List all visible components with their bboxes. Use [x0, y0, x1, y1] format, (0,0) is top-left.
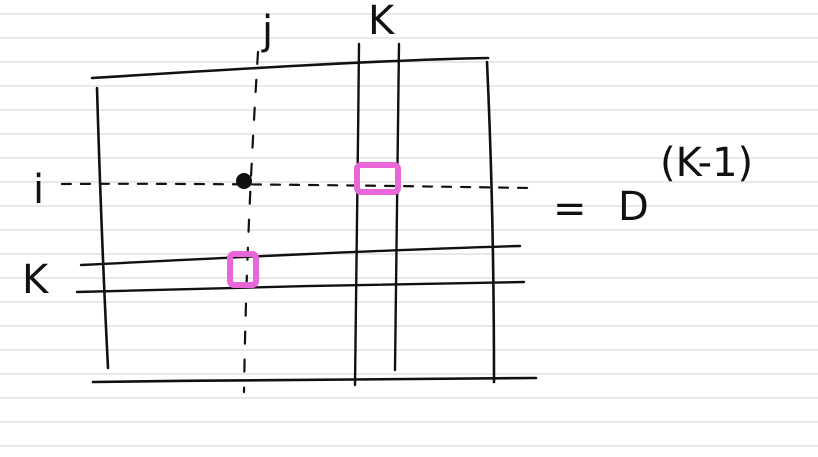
equals-sign: =: [553, 186, 587, 232]
column-k-left-line: [353, 42, 361, 387]
highlight-cell-ik: [354, 162, 401, 195]
highlight-cell-kj: [227, 251, 259, 288]
element-ij-dot: [236, 173, 252, 189]
row-k-bottom-line: [75, 280, 526, 294]
matrix-bottom-edge: [91, 376, 538, 384]
row-i-dashed-line: [60, 182, 532, 190]
row-k-top-line: [79, 244, 522, 267]
label-col-k: K: [368, 0, 396, 44]
label-col-j: j: [261, 8, 273, 54]
column-j-dashed-line: [242, 50, 260, 394]
ruled-lines: [0, 13, 818, 447]
label-row-k: K: [22, 257, 50, 303]
label-row-i: i: [33, 167, 44, 213]
matrix-left-edge: [95, 86, 110, 370]
column-k-right-line: [393, 42, 401, 372]
matrix-symbol-d: D: [618, 184, 649, 230]
matrix-top-edge: [90, 56, 490, 80]
matrix-right-edge: [485, 60, 496, 384]
superscript-k-minus-1: (K-1): [660, 140, 753, 186]
